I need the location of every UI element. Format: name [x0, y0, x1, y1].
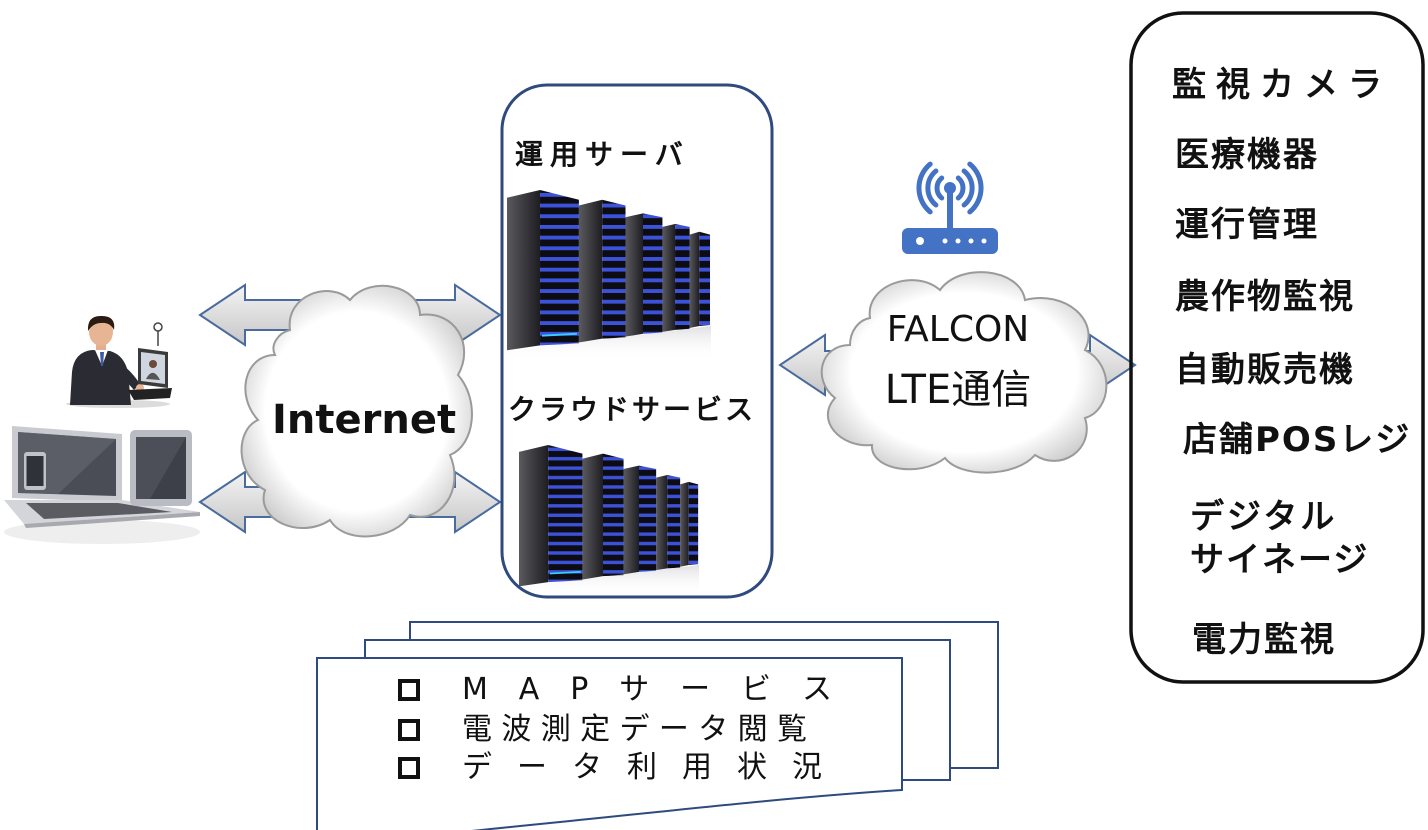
internet-label: Internet	[272, 397, 457, 443]
device-item-digital-signage-line1: デジタル	[1190, 497, 1338, 537]
lte-cloud-line2: LTE通信	[884, 367, 1032, 413]
service-char: A	[518, 672, 540, 707]
service-char: 電	[462, 712, 492, 747]
service-char: 閲	[737, 712, 768, 747]
document-page-front	[316, 657, 903, 830]
laptop-tablet-phone-icon	[4, 426, 200, 544]
operation-server-label: 運用サーバ	[515, 138, 690, 171]
service-char: タ	[572, 750, 602, 785]
service-char: ー	[517, 750, 547, 785]
server-rack-icon	[506, 190, 712, 360]
service-documents	[316, 621, 999, 830]
person-at-laptop-icon	[66, 315, 172, 408]
service-char: ー	[680, 672, 711, 707]
service-char: ー	[658, 712, 689, 747]
service-char: 用	[682, 750, 712, 785]
service-char: P	[570, 672, 589, 707]
internet-cloud-shape	[240, 284, 473, 538]
device-item-operation-management: 運行管理	[1175, 205, 1319, 245]
device-item-surveillance-camera: 監視カメラ	[1172, 65, 1392, 105]
service-char: 定	[580, 712, 611, 747]
service-char: 波	[501, 712, 532, 747]
service-char: 況	[792, 750, 822, 785]
square-bullet-icon	[398, 757, 420, 779]
service-char: サ	[619, 672, 650, 707]
service-char: ス	[801, 672, 832, 707]
service-char: デ	[619, 712, 650, 747]
service-char: デ	[462, 750, 492, 785]
device-item-digital-signage-line2: サイネージ	[1190, 540, 1370, 580]
device-item-vending-machine: 自動販売機	[1175, 350, 1355, 390]
square-bullet-icon	[398, 679, 420, 701]
service-char: M	[462, 672, 488, 707]
service-item: 電波測定データ閲覧	[398, 712, 807, 748]
server-rack-icon	[518, 445, 700, 595]
service-char: タ	[698, 712, 729, 747]
lte-cloud-line1: FALCON	[886, 309, 1030, 350]
lte-cloud-shape	[820, 271, 1108, 474]
wifi-router-icon	[902, 161, 998, 254]
service-char: 覧	[777, 712, 807, 747]
device-item-store-pos-register: 店舗POSレジ	[1183, 420, 1412, 460]
device-item-crop-monitoring: 農作物監視	[1175, 277, 1355, 317]
service-char: ビ	[741, 672, 772, 707]
cloud-service-label: クラウドサービス	[508, 393, 757, 426]
service-char: 測	[540, 712, 571, 747]
service-char: 状	[737, 750, 767, 785]
service-item-radio-measurement: 電波測定データ閲覧	[462, 712, 807, 748]
device-item-medical-equipment: 医療機器	[1175, 135, 1319, 175]
service-item-data-usage: データ利用状況	[462, 750, 822, 786]
device-list-box	[1129, 11, 1425, 684]
central-server-box	[500, 83, 774, 599]
device-item-power-monitoring: 電力監視	[1192, 620, 1336, 660]
service-char: 利	[627, 750, 657, 785]
square-bullet-icon	[398, 719, 420, 741]
service-item: データ利用状況	[398, 750, 822, 786]
